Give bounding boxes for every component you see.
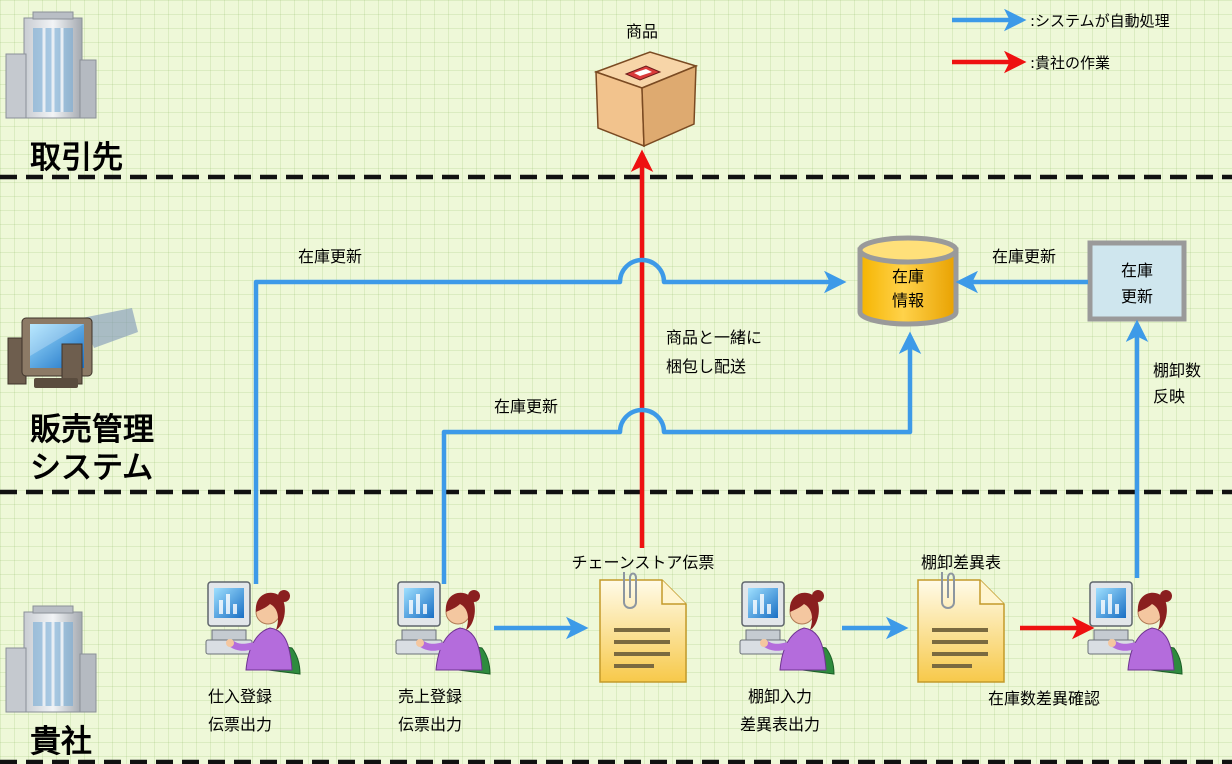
inventory-database-icon: [857, 235, 959, 327]
worker-stocktake-caption-2: 差異表出力: [740, 715, 820, 734]
worker-sales-caption-1: 売上登録: [398, 687, 462, 706]
worker-purchase-caption-1: 仕入登録: [208, 687, 272, 706]
stocktake-diff-sheet-icon: [917, 571, 1005, 683]
computer-icon: [7, 308, 138, 388]
label-stocktake-reflect-2: 反映: [1153, 387, 1185, 406]
arrow-purchase-inventory-update: [253, 257, 847, 584]
inventory-db-label-2: 情報: [892, 291, 924, 310]
partner-building-icon: [4, 10, 98, 120]
company-building-icon: [4, 604, 98, 714]
label-update-sales: 在庫更新: [494, 397, 558, 416]
label-update-to-db: 在庫更新: [992, 247, 1056, 266]
inventory-update-box-label-2: 更新: [1121, 287, 1153, 306]
worker-stocktake-icon: [740, 582, 834, 674]
chain-store-slip-label: チェーンストア伝票: [572, 553, 715, 572]
label-pack-with-product-1: 商品と一緒に: [666, 328, 762, 347]
worker-stocktake-caption-1: 棚卸入力: [748, 687, 812, 706]
inventory-update-box-label-1: 在庫: [1121, 261, 1153, 280]
label-pack-with-product-2: 梱包し配送: [666, 357, 746, 376]
product-label: 商品: [626, 22, 658, 41]
zone-label-system: 販売管理: [30, 412, 154, 448]
inventory-db-label-1: 在庫: [892, 267, 924, 286]
label-update-purchase: 在庫更新: [298, 247, 362, 266]
stocktake-diff-sheet-label: 棚卸差異表: [921, 553, 1001, 572]
arrow-sales-inventory-update: [441, 331, 922, 584]
cardboard-box-icon: [593, 51, 699, 148]
zone-label-partner: 取引先: [30, 140, 123, 176]
legend-system-auto: :システムが自動処理: [1030, 12, 1170, 30]
zone-label-company: 貴社: [30, 724, 92, 760]
worker-verify-caption: 在庫数差異確認: [988, 689, 1100, 708]
worker-purchase-caption-2: 伝票出力: [208, 715, 272, 734]
legend-company-work: :貴社の作業: [1030, 54, 1110, 72]
worker-purchase-icon: [206, 582, 300, 674]
inventory-update-box: [1087, 240, 1187, 322]
worker-sales-caption-2: 伝票出力: [398, 715, 462, 734]
worker-verify-icon: [1088, 582, 1182, 674]
chain-store-slip-icon: [599, 571, 687, 683]
zone-label-system-line2: システム: [30, 450, 153, 486]
worker-sales-icon: [396, 582, 490, 674]
label-stocktake-reflect-1: 棚卸数: [1153, 361, 1201, 380]
